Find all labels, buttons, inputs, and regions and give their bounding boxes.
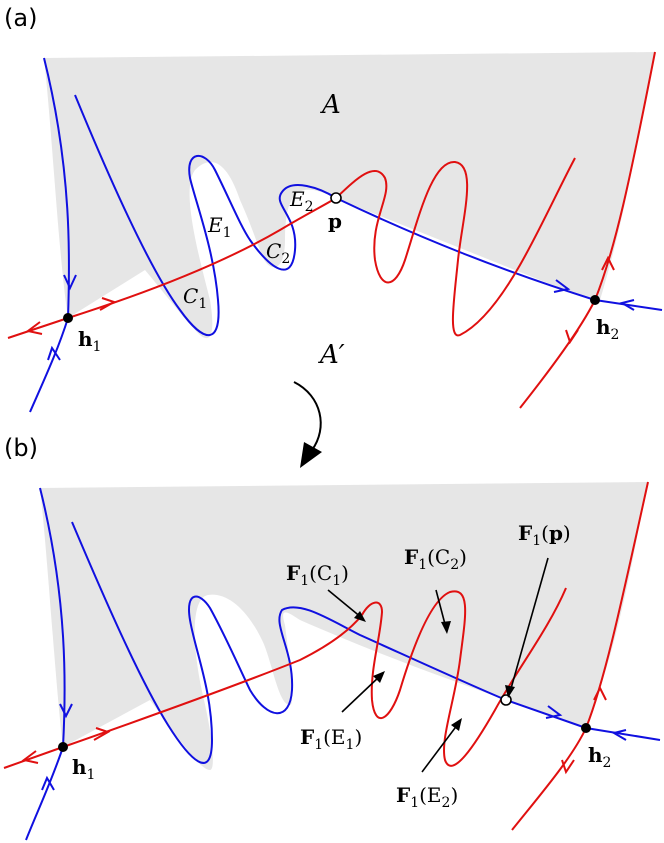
arrow-blue-up-b <box>41 775 55 791</box>
arrow-red-up-a <box>601 255 615 271</box>
transition-arrow-head <box>300 442 322 468</box>
h1-point-a <box>63 313 73 323</box>
flow-arrows-b <box>21 685 627 791</box>
stable-manifold-oscillation <box>74 94 337 337</box>
e1-label: E1 <box>207 213 232 241</box>
pointer-arrows <box>327 557 549 773</box>
transition-arrow <box>293 381 322 468</box>
h2-label-a: h2 <box>596 315 619 343</box>
transition-arrow-curve <box>293 381 322 451</box>
arrow-blue-right-b <box>545 705 563 719</box>
panel-b-label: (b) <box>4 434 38 462</box>
arrow-blue-left-b <box>611 729 627 741</box>
arrow-red-down-a <box>565 329 579 345</box>
arrow-red-up-b <box>593 685 607 701</box>
arrow-blue-left-a <box>619 299 635 311</box>
arrow-blue-right-a <box>553 279 571 293</box>
h1-label-b: h1 <box>72 755 95 783</box>
arrow-blue-up-a <box>47 345 61 361</box>
pointer-f1c1 <box>327 589 363 619</box>
p-label: p <box>328 209 342 233</box>
f1c1-label: F1(C1) <box>286 561 349 589</box>
panel-b: (b) F1(C1) F1(C2) F1(p) F1(E1) F1(E2) h1… <box>3 434 661 841</box>
unstable-manifold-oscillation <box>335 157 576 337</box>
panel-a-label: (a) <box>4 4 37 32</box>
pointer-f1c1-head <box>354 611 366 622</box>
stable-manifold-to-h2 <box>335 197 663 311</box>
unstable-manifold-oscillation-b <box>361 587 567 767</box>
h2-label-b: h2 <box>588 743 611 771</box>
arrow-red-down-b <box>561 759 575 775</box>
arrow-red-left-b <box>21 750 39 764</box>
arrow-blue-down-a <box>63 274 77 291</box>
f1c2-label: F1(C2) <box>404 545 467 573</box>
region-a-prime-label: A′ <box>318 340 345 370</box>
pointer-f1e2 <box>421 723 459 773</box>
f1e2-label: F1(E2) <box>396 783 458 811</box>
arrow-blue-down-b <box>59 703 73 719</box>
h1-point-b <box>58 742 68 752</box>
stable-manifold-h1-upper-b <box>39 487 66 748</box>
arrow-red-right-a <box>99 297 117 311</box>
pointer-f1p <box>509 557 549 693</box>
pointer-f1e1-head <box>373 671 385 683</box>
h1-label-a: h1 <box>78 327 101 355</box>
stable-manifold-h1-upper <box>43 57 71 319</box>
f1p-label: F1(p) <box>518 521 571 549</box>
arrow-red-right-b <box>93 727 111 741</box>
stable-manifold-h1-lower <box>29 317 69 413</box>
h2-point-a <box>590 295 600 305</box>
f1p-point <box>500 694 512 706</box>
region-a-shading <box>44 52 655 339</box>
p-point <box>330 192 342 204</box>
c2-label: C2 <box>266 239 290 267</box>
pointer-f1e1 <box>341 675 381 713</box>
unstable-manifold-h2 <box>519 51 656 409</box>
stable-manifold-oscillation-b <box>71 521 661 764</box>
c1-label: C1 <box>183 284 207 312</box>
stable-manifold-h1-lower-b <box>25 746 64 841</box>
h2-point-b <box>581 723 591 733</box>
pointer-f1p-head <box>505 685 515 698</box>
arrow-red-left-a <box>25 321 43 335</box>
f1e1-label: F1(E1) <box>300 725 362 753</box>
pointer-f1e2-head <box>451 718 462 731</box>
panel-a: (a) A A′ E1 E2 C1 C2 p h1 h2 <box>4 4 663 413</box>
pointer-f1c2-head <box>441 621 451 634</box>
flow-arrows-a <box>25 255 635 361</box>
e2-label: E2 <box>289 187 314 215</box>
region-a-label: A <box>320 90 341 120</box>
unstable-manifold-h2-b <box>511 481 649 831</box>
